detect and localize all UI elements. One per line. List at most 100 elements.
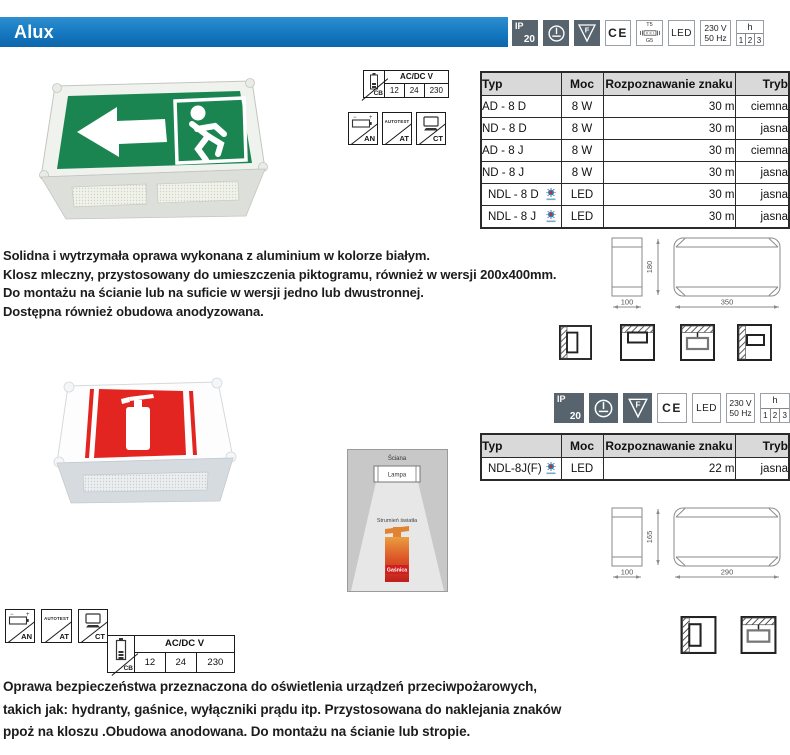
mount-wall-side-icon — [680, 616, 717, 654]
red-stripe — [85, 389, 94, 458]
table-header-row: Typ Moc Rozpoznawanie znaku Tryb — [480, 433, 790, 458]
fluorescent-tube-glyph — [639, 30, 660, 36]
page-title: Alux — [14, 22, 54, 42]
description-line: Oprawa bezpieczeństwa przeznaczona do oś… — [3, 679, 537, 694]
led-icon: LED — [692, 393, 721, 423]
dimension-drawing-2: 100 165 290 — [611, 507, 781, 579]
cell-moc: 8 W — [560, 139, 604, 162]
t5-tube-icon: T5 G5 — [636, 20, 663, 46]
an-code: AN — [364, 134, 375, 143]
cell-typ: ND - 8 J — [480, 161, 562, 184]
description-1: Solidna i wytrzymała oprawa wykonana z a… — [3, 247, 563, 321]
cell-tryb: ciemna — [734, 95, 790, 118]
ip20-icon: IP 20 — [512, 20, 538, 46]
f-triangle-icon: F — [623, 393, 652, 423]
dimension-drawing-1: 100 180 350 — [611, 237, 781, 309]
earth-class-icon — [589, 393, 618, 423]
ce-mark-icon: CE — [605, 20, 631, 46]
led-technology-badge-icon — [546, 210, 555, 223]
mount-wall-front-icon — [737, 324, 772, 361]
computer-ct-icon: CT — [416, 112, 446, 145]
fire-extinguisher-pictogram-icon — [121, 394, 154, 450]
header-bar: Alux — [0, 17, 508, 47]
lamp-box — [373, 465, 421, 483]
col-typ: Typ — [480, 71, 562, 96]
led-icon: LED — [668, 20, 695, 46]
svg-text:+: + — [26, 612, 30, 618]
supply-icons-bottom-row: −+ AN AUTOTEST AT CT — [5, 609, 108, 643]
col-moc: Moc — [560, 433, 604, 458]
supply-icons-top-row: −+ AN AUTOTEST AT CT — [348, 112, 446, 145]
voltage-value: 230 V — [704, 22, 727, 33]
ct-code: CT — [433, 134, 443, 143]
col-tryb: Tryb — [734, 433, 790, 458]
computer-ct-icon: CT — [78, 609, 108, 643]
central-battery-icon: CB — [361, 71, 389, 101]
dim-width-label: 290 — [721, 568, 734, 577]
cell-moc: 8 W — [560, 95, 604, 118]
frequency-value: 50 Hz — [704, 33, 727, 43]
ce-label: CE — [608, 26, 628, 40]
ip-value: 20 — [523, 34, 535, 45]
spec-table-2: Typ Moc Rozpoznawanie znaku Tryb NDL-8J(… — [480, 433, 790, 481]
cell-tryb: jasna — [734, 205, 790, 229]
cell-typ: AD - 8 J — [480, 139, 562, 162]
description-line: ppoż na kloszu .Obudowa anodowana. Do mo… — [3, 724, 471, 739]
light-beam-diagram: Ściana Lampa Strumień światła Gaśnica — [347, 449, 448, 592]
beam-label: Strumień światła — [377, 518, 418, 524]
col-rozpoznawanie: Rozpoznawanie znaku — [602, 71, 736, 96]
extinguisher-label: Gaśnica — [387, 568, 407, 574]
mount-wall-side-icon — [559, 325, 592, 360]
at-code: AT — [399, 134, 409, 143]
cell-tryb: jasna — [734, 161, 790, 184]
product-photo-fire-luminaire — [53, 377, 237, 504]
battery-an-icon: −+ AN — [5, 609, 35, 643]
dim-depth-label: 100 — [621, 568, 634, 577]
ce-mark-icon: CE — [657, 393, 687, 423]
description-line: Dostępna również obudowa anodyzowana. — [3, 303, 264, 319]
cell-moc: LED — [560, 457, 604, 481]
cell-tryb: ciemna — [734, 139, 790, 162]
dim-width-label: 350 — [721, 298, 734, 307]
autotest-at-icon: AUTOTEST AT — [41, 609, 72, 643]
mount-ceiling-pendant-icon — [740, 616, 777, 654]
acdc-header: AC/DC V — [385, 71, 448, 84]
led-technology-badge-icon — [546, 188, 555, 201]
svg-text:−: − — [353, 115, 357, 121]
mount-ceiling-surface-icon — [620, 324, 655, 361]
cell-rozp: 30 m — [602, 161, 736, 184]
diffuser-strip — [156, 180, 240, 204]
cell-typ: NDL - 8 J — [480, 205, 562, 229]
cell-moc: 8 W — [560, 117, 604, 140]
table-row: AD - 8 D 8 W 30 m ciemna — [480, 95, 790, 118]
running-man-door-icon — [173, 96, 248, 165]
mount-ceiling-pendant-icon — [680, 324, 715, 361]
cell-moc: LED — [560, 183, 604, 206]
hours-label: h — [747, 22, 753, 32]
cell-typ: NDL-8J(F) — [480, 457, 562, 481]
table-row: ND - 8 J 8 W 30 m jasna — [480, 161, 790, 184]
led-technology-badge-icon — [546, 462, 555, 475]
description-line: Klosz mleczny, przystosowany do umieszcz… — [3, 266, 557, 282]
table-header-row: Typ Moc Rozpoznawanie znaku Tryb — [480, 71, 790, 96]
cell-rozp: 30 m — [602, 117, 736, 140]
svg-text:F: F — [635, 400, 640, 409]
central-battery-icon: CB — [108, 636, 139, 676]
description-line: Do montażu na ścianie lub na suficie w w… — [3, 285, 424, 300]
table-row: AD - 8 J 8 W 30 m ciemna — [480, 139, 790, 162]
cell-rozp: 30 m — [602, 139, 736, 162]
spec-table-1: Typ Moc Rozpoznawanie znaku Tryb AD - 8 … — [480, 71, 790, 229]
ip-label: IP — [515, 21, 524, 31]
cell-typ: NDL - 8 D — [480, 183, 562, 206]
table-row: NDL-8J(F) LED 22 m jasna — [480, 457, 790, 481]
cell-rozp: 30 m — [602, 183, 736, 206]
extinguisher-figure — [385, 526, 409, 582]
diffuser-strip — [82, 471, 209, 493]
cell-typ: AD - 8 D — [480, 95, 562, 118]
